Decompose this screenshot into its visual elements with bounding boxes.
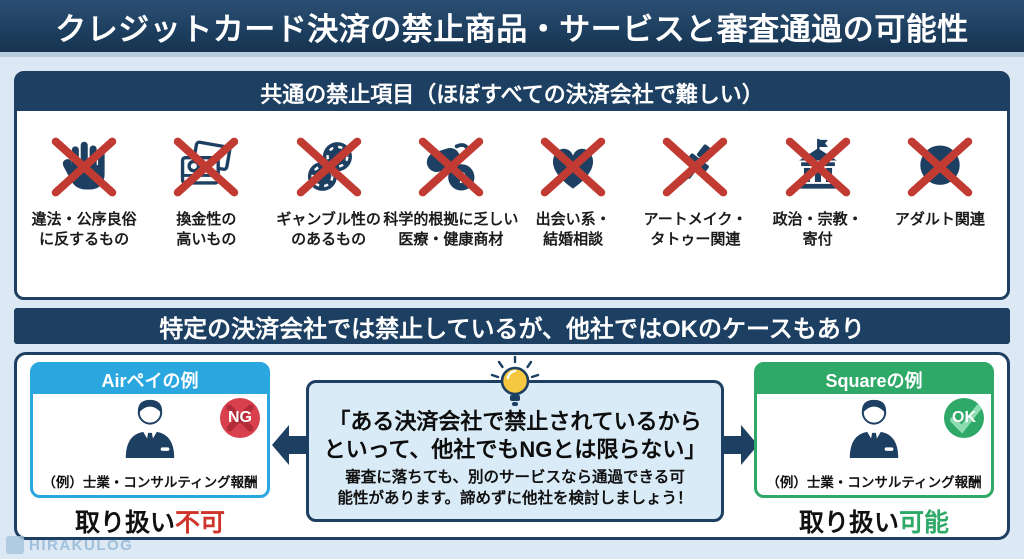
prohibited-item-cashable: 換金性の高いもの	[145, 133, 267, 251]
prohibited-item-label: 違法・公序良俗に反するもの	[31, 211, 137, 249]
lightbulb-icon	[490, 355, 540, 406]
pills-icon: ?	[426, 143, 475, 191]
ng-badge: NG	[220, 398, 260, 438]
ok-badge-text: OK	[952, 409, 976, 426]
watermark-text: HIRAKULOG	[29, 536, 134, 554]
prohibited-item-adult: アダルト関連	[879, 133, 1001, 251]
government-building-icon	[798, 138, 837, 189]
square-result-value: 可能	[899, 509, 950, 537]
prohibited-item-tattoo: アートメイク・タトゥー関連	[634, 133, 756, 251]
hand-stop-icon	[62, 141, 105, 190]
square-header-text: Squareの例	[825, 370, 923, 391]
svg-text:?: ?	[456, 170, 466, 187]
watermark-logo-icon	[6, 536, 24, 554]
case-section-banner: 特定の決済会社では禁止しているが、他社ではOKのケースもあり	[14, 308, 1010, 344]
businessman-icon	[125, 399, 175, 459]
airpay-header: Airペイの例	[33, 365, 267, 394]
square-result-prefix: 取り扱い	[798, 509, 899, 537]
page-title-text: クレジットカード決済の禁止商品・サービスと審査通過の可能性	[55, 11, 969, 47]
prohibited-item-label: ギャンブル性ののあるもの	[276, 211, 381, 249]
prohibited-item-pseudoscience: ? 科学的根拠に乏しい医療・健康商材	[383, 133, 518, 251]
check-icon	[950, 404, 982, 434]
page-title: クレジットカード決済の禁止商品・サービスと審査通過の可能性	[0, 0, 1024, 57]
airpay-example-caption: （例）士業・コンサルティング報酬	[42, 475, 258, 490]
ng-badge-text: NG	[228, 409, 252, 426]
adult-circle-icon	[920, 145, 960, 185]
airpay-result-prefix: 取り扱い	[74, 509, 175, 537]
case-section-banner-text: 特定の決済会社では禁止しているが、他社ではOKのケースもあり	[159, 315, 865, 343]
prohibited-item-gambling: ギャンブル性ののあるもの	[268, 133, 390, 251]
prohibited-item-label: 出会い系・結婚相談	[535, 211, 611, 249]
prohibited-items-row: 違法・公序良俗に反するもの 換金性の高い	[17, 133, 1007, 251]
arrow-left-icon	[272, 425, 308, 465]
advice-quote: 「ある決済会社で禁止されているから といって、他社でもNGとは限らない」	[323, 409, 707, 462]
prohibited-item-label: 換金性の高いもの	[176, 211, 237, 249]
prohibited-item-politics: 政治・宗教・寄付	[757, 133, 879, 251]
prohibited-item-label: 科学的根拠に乏しい医療・健康商材	[383, 211, 519, 249]
businessman-icon	[849, 399, 899, 459]
ok-badge: OK	[944, 398, 984, 438]
advice-note: 審査に落ちても、別のサービスなら通過できる可 能性があります。諦めずに他社を検討…	[337, 469, 693, 507]
site-watermark: HIRAKULOG	[6, 536, 133, 554]
square-result: 取り扱い可能	[754, 503, 994, 539]
prohibited-item-label: アートメイク・タトゥー関連	[643, 211, 748, 249]
heart-icon	[553, 148, 594, 189]
prohibited-item-illegal: 違法・公序良俗に反するもの	[23, 133, 145, 251]
square-example-card: Squareの例 OK （例）士業・コンサルティング報酬	[754, 362, 994, 498]
prohibited-item-label: 政治・宗教・寄付	[772, 211, 863, 249]
airpay-result: 取り扱い不可	[30, 503, 270, 539]
advice-box: 「ある決済会社で禁止されているから といって、他社でもNGとは限らない」 審査に…	[272, 355, 758, 522]
casino-chips-icon	[307, 142, 352, 191]
tattoo-machine-icon	[680, 144, 715, 186]
arrow-right-icon	[722, 425, 758, 465]
square-example-caption: （例）士業・コンサルティング報酬	[766, 475, 982, 490]
square-header: Squareの例	[757, 365, 991, 394]
prohibited-item-label: アダルト関連	[894, 211, 985, 228]
airpay-example-card: Airペイの例 NG （例）士業・コンサルティング報酬	[30, 362, 270, 498]
comparison-card: Airペイの例 NG （例）士業・コンサルティング報酬 取り扱い不可	[14, 352, 1010, 540]
airpay-result-value: 不可	[175, 509, 226, 537]
common-prohibited-header-text: 共通の禁止項目（ほぼすべての決済会社で難しい）	[260, 81, 764, 107]
prohibited-item-dating: 出会い系・結婚相談	[512, 133, 634, 251]
common-prohibited-card: 共通の禁止項目（ほぼすべての決済会社で難しい）	[14, 71, 1010, 300]
common-prohibited-header: 共通の禁止項目（ほぼすべての決済会社で難しい）	[17, 74, 1007, 111]
airpay-header-text: Airペイの例	[101, 370, 199, 391]
gift-cards-icon	[181, 140, 232, 185]
